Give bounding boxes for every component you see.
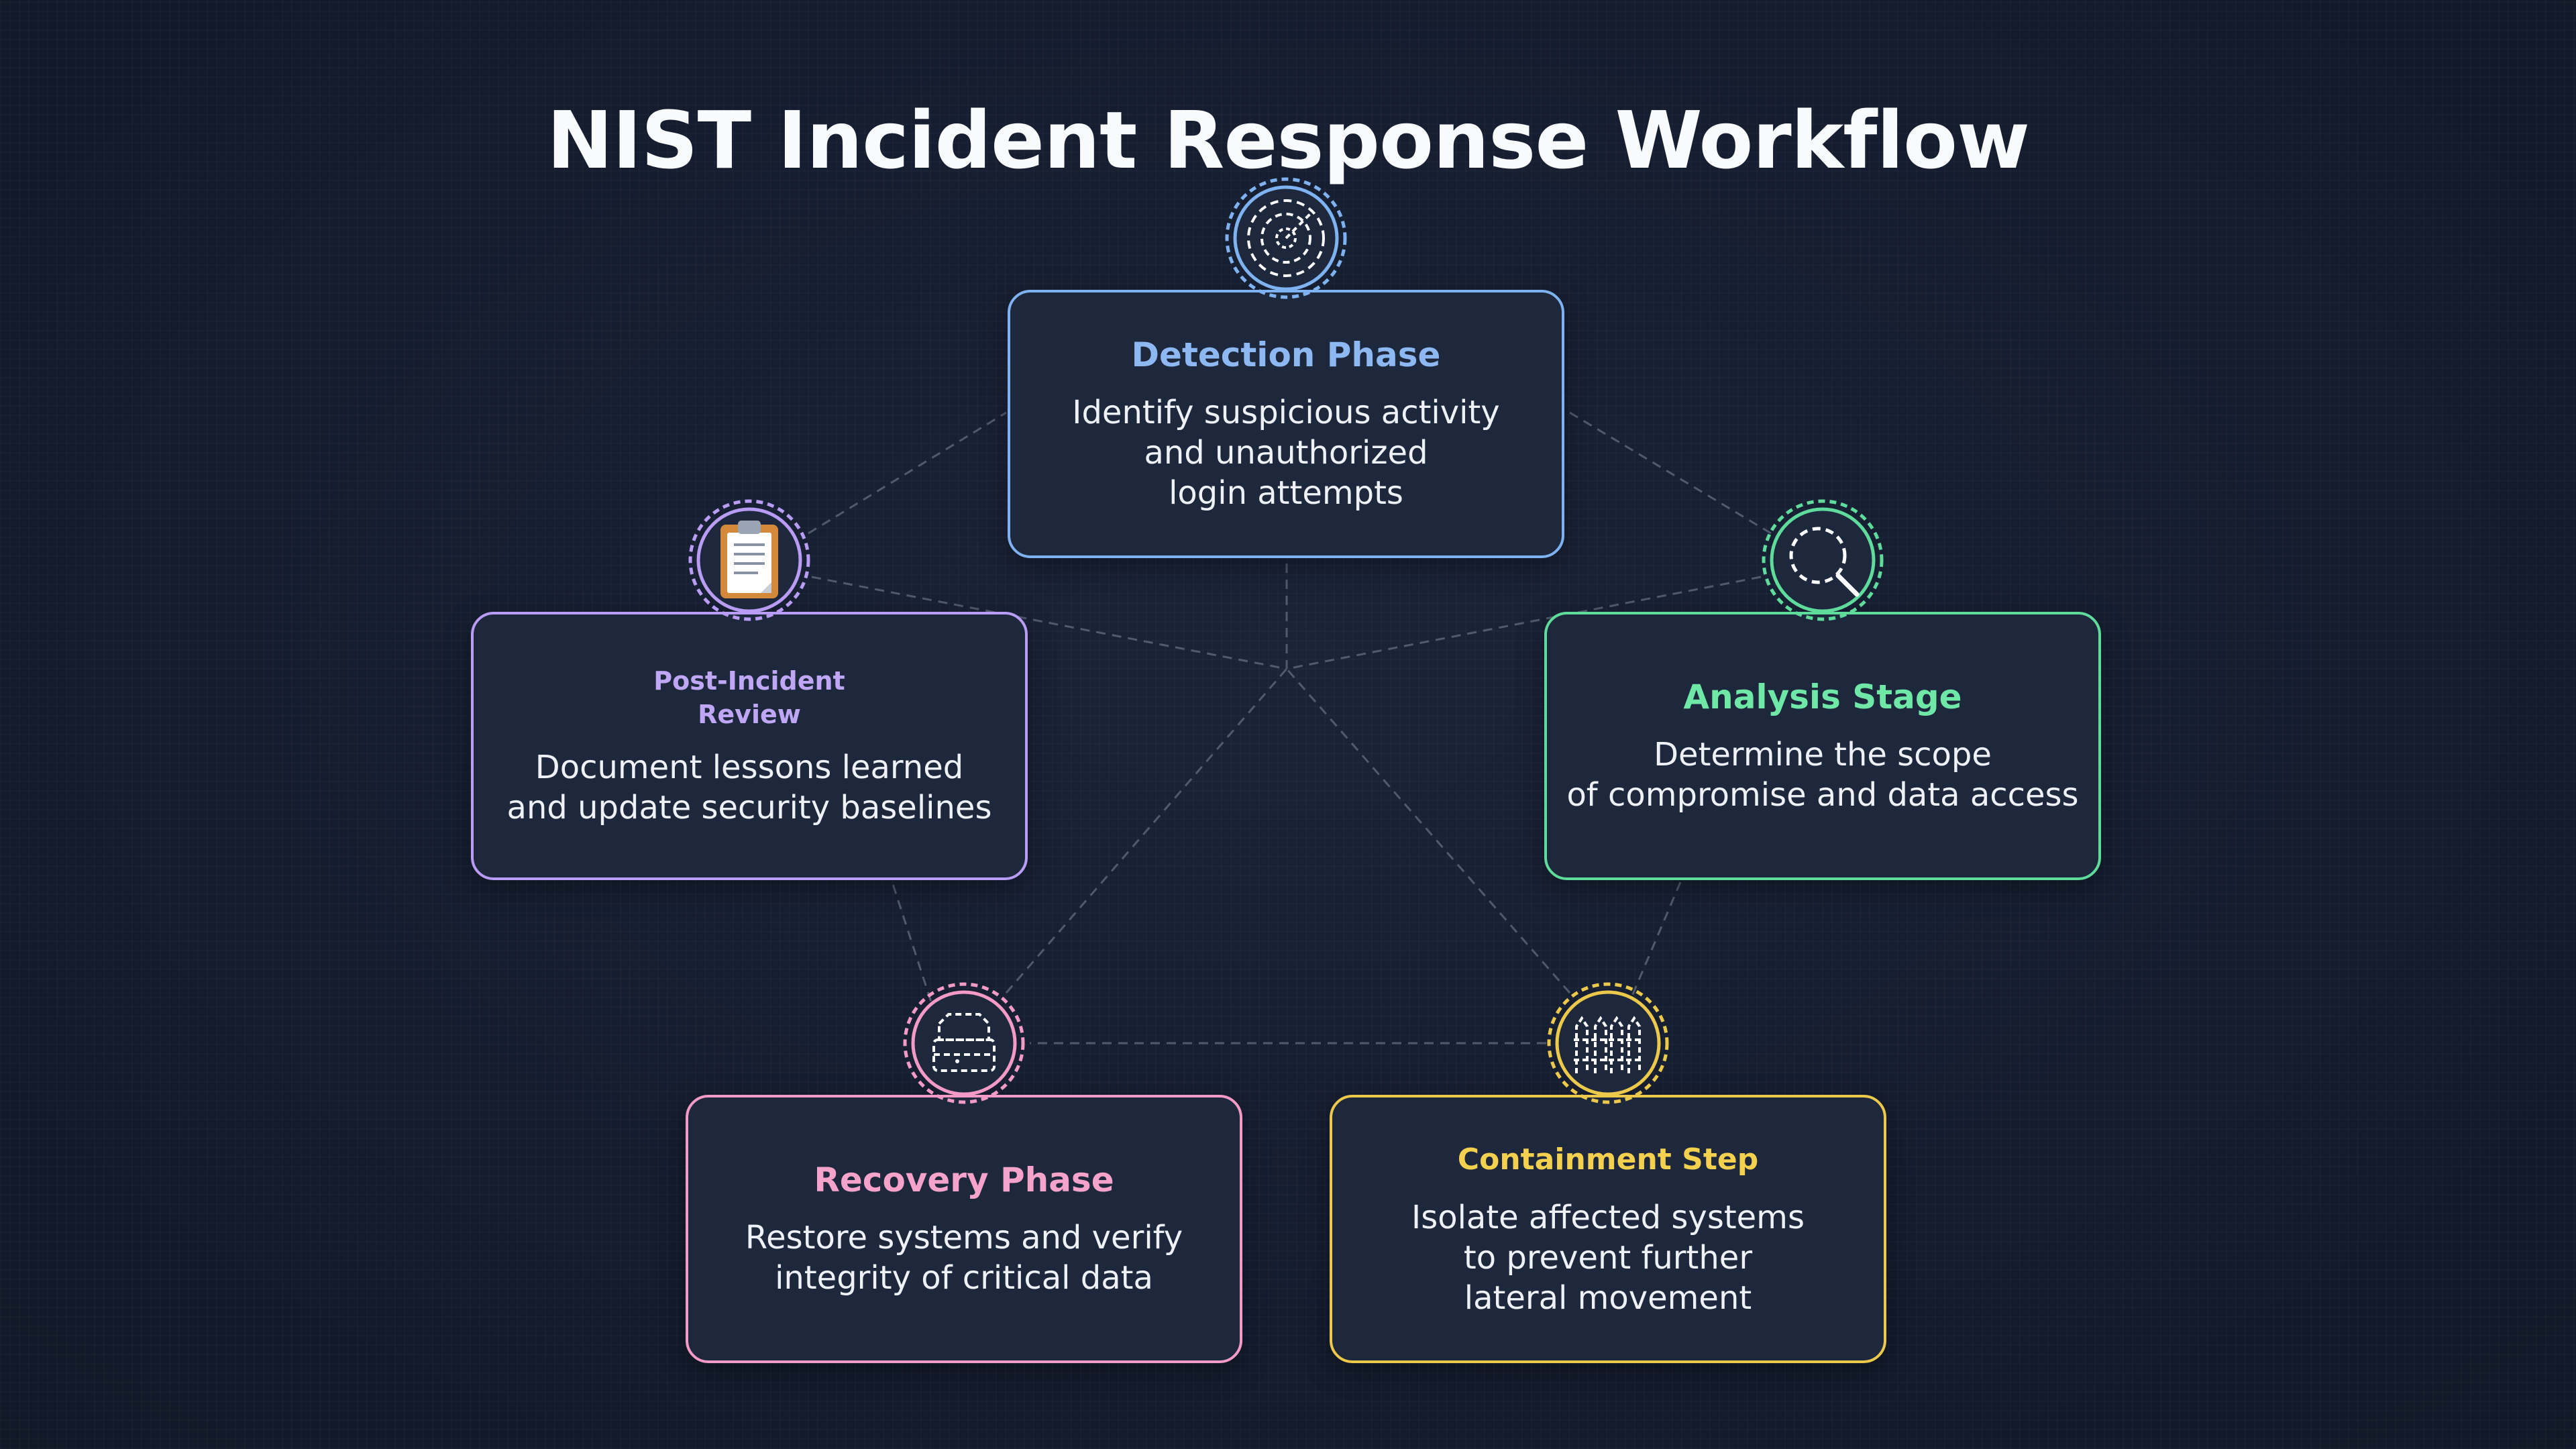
phase-description-recovery: Restore systems and verify integrity of … xyxy=(745,1219,1183,1297)
phase-title-recovery: Recovery Phase xyxy=(814,1161,1114,1199)
database-icon xyxy=(900,979,1028,1107)
spoke-analysis xyxy=(1286,576,1762,670)
spoke-recovery xyxy=(1005,668,1288,994)
phase-box-recovery[interactable]: Recovery Phase Restore systems and verif… xyxy=(686,1095,1242,1363)
connector-review-detection xyxy=(808,411,1007,535)
connector-analysis-containment xyxy=(1622,881,1682,1017)
radar-icon xyxy=(1222,174,1350,302)
phase-title-analysis: Analysis Stage xyxy=(1683,678,1962,716)
phase-description-analysis: Determine the scope of compromise and da… xyxy=(1566,736,2079,814)
phase-description-containment: Isolate affected systems to prevent furt… xyxy=(1411,1199,1805,1317)
phase-box-containment[interactable]: Containment Step Isolate affected system… xyxy=(1330,1095,1886,1363)
phase-description-review: Document lessons learned and update secu… xyxy=(506,749,992,826)
magnifier-icon xyxy=(1759,496,1886,624)
phase-box-detection[interactable]: Detection Phase Identify suspicious acti… xyxy=(1008,290,1564,558)
connector-detection-analysis xyxy=(1569,411,1772,535)
diagram-title: NIST Incident Response Workflow xyxy=(546,94,2030,186)
clipboard-icon xyxy=(686,496,813,624)
phase-title-containment: Containment Step xyxy=(1457,1142,1759,1177)
spoke-containment xyxy=(1285,668,1571,994)
phase-title-review: Post-Incident Review xyxy=(653,666,845,729)
phase-box-review[interactable]: Post-Incident Review Document lessons le… xyxy=(471,612,1028,880)
fence-icon xyxy=(1544,979,1672,1107)
spoke-review xyxy=(811,576,1287,670)
phase-box-analysis[interactable]: Analysis Stage Determine the scope of co… xyxy=(1544,612,2101,880)
phase-description-detection: Identify suspicious activity and unautho… xyxy=(1072,394,1500,512)
phase-title-detection: Detection Phase xyxy=(1131,335,1441,374)
